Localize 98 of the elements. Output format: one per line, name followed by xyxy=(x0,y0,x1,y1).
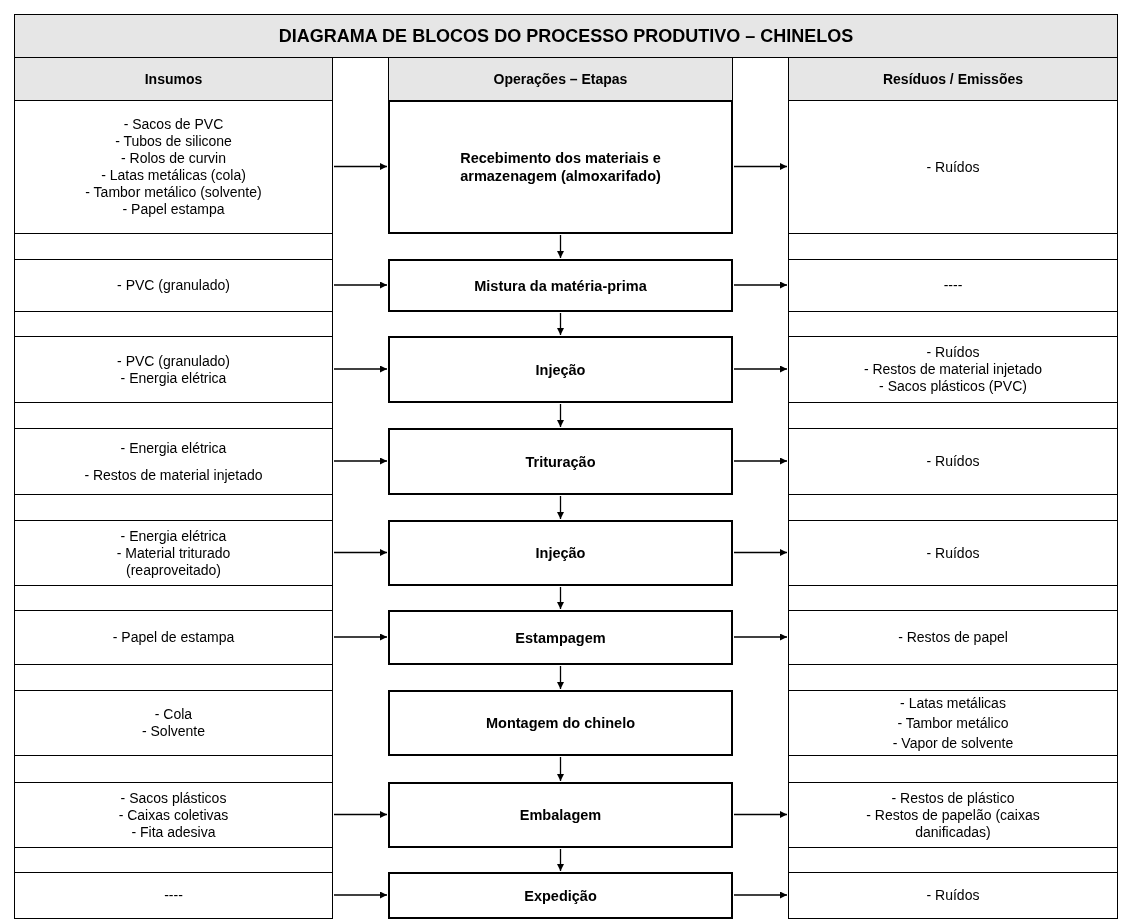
arrow xyxy=(333,457,388,465)
output-item: - Ruídos xyxy=(926,344,980,361)
input-item: - Solvente xyxy=(141,723,205,740)
input-item: - Tambor metálico (solvente) xyxy=(85,184,262,201)
arrow xyxy=(333,549,388,556)
arrow xyxy=(733,633,788,641)
process-box xyxy=(388,100,733,234)
arrow xyxy=(557,312,564,336)
column-header: Operações – Etapas xyxy=(388,57,733,101)
arrow xyxy=(557,665,564,690)
input-item: - Energia elétrica xyxy=(120,439,227,457)
process-label: Estampagem xyxy=(515,628,606,647)
table-cell xyxy=(788,259,1118,312)
input-item: - Sacos de PVC xyxy=(123,116,224,133)
input-item: - Papel de estampa xyxy=(112,629,235,646)
process-box xyxy=(388,520,733,586)
input-item: - Cola xyxy=(154,706,193,723)
output-item: - Restos de papelão (caixas danificadas) xyxy=(865,806,1041,841)
output-item: - Ruídos xyxy=(926,544,980,562)
arrow xyxy=(333,163,388,170)
output-item: ---- xyxy=(943,277,963,294)
table-cell xyxy=(14,336,333,403)
process-label: Expedição xyxy=(524,886,597,905)
table-cell xyxy=(14,782,333,848)
arrow xyxy=(733,457,788,465)
arrow xyxy=(557,403,564,428)
input-item: - Energia elétrica xyxy=(120,527,227,545)
input-item: - PVC (granulado) xyxy=(117,277,230,294)
input-item: - Sacos plásticos xyxy=(120,789,227,807)
column-header: Insumos xyxy=(14,57,333,101)
table-cell xyxy=(788,690,1118,756)
output-item: - Ruídos xyxy=(926,158,980,176)
column-header: Resíduos / Emissões xyxy=(788,57,1118,101)
table-cell xyxy=(788,100,1118,234)
input-item: ---- xyxy=(164,887,183,904)
arrow xyxy=(733,281,788,289)
table-cell xyxy=(788,336,1118,403)
table-cell xyxy=(788,782,1118,848)
table-cell xyxy=(14,872,333,919)
arrow xyxy=(557,848,564,872)
arrow xyxy=(333,365,388,373)
table-cell xyxy=(788,428,1118,495)
arrow xyxy=(333,281,388,289)
table-cell xyxy=(14,428,333,495)
process-box xyxy=(388,690,733,756)
arrow xyxy=(733,163,788,170)
input-item: - Papel estampa xyxy=(122,201,225,218)
arrow xyxy=(733,891,788,899)
output-item: - Sacos plásticos (PVC) xyxy=(879,378,1027,395)
arrow xyxy=(733,811,788,818)
input-item: - Caixas coletivas xyxy=(118,806,229,824)
output-item: - Ruídos xyxy=(926,887,980,904)
input-item: - Material triturado (reaproveitado) xyxy=(115,544,232,579)
output-item: - Restos de plástico xyxy=(891,789,1015,807)
process-label: Montagem do chinelo xyxy=(486,714,635,732)
table-cell xyxy=(14,610,333,665)
arrow xyxy=(333,811,388,818)
arrow xyxy=(557,586,564,610)
table-cell xyxy=(14,259,333,312)
process-label: Injeção xyxy=(535,360,586,379)
table-cell xyxy=(788,610,1118,665)
output-item: - Tambor metálico xyxy=(897,714,1009,732)
process-label: Recebimento dos materiais e armazenagem (almoxarifado) xyxy=(459,149,662,185)
arrow xyxy=(333,633,388,641)
output-item: - Ruídos xyxy=(926,453,980,470)
process-label: Mistura da matéria-prima xyxy=(474,276,647,295)
input-item: - Restos de material injetado xyxy=(84,466,263,484)
process-box xyxy=(388,782,733,848)
process-box xyxy=(388,872,733,919)
process-label: Embalagem xyxy=(519,806,602,824)
table-cell xyxy=(788,520,1118,586)
arrow xyxy=(557,756,564,782)
arrow xyxy=(557,234,564,259)
arrow xyxy=(333,891,388,899)
table-cell xyxy=(14,520,333,586)
output-item: - Restos de papel xyxy=(898,629,1008,646)
output-item: - Latas metálicas xyxy=(900,694,1006,712)
input-item: - Rolos de curvin xyxy=(120,150,226,167)
input-item: - Tubos de silicone xyxy=(115,133,232,150)
process-label: Injeção xyxy=(535,544,586,562)
input-item: - PVC (granulado) xyxy=(117,352,230,370)
arrow xyxy=(557,495,564,520)
process-box xyxy=(388,259,733,312)
input-item: - Fita adesiva xyxy=(131,823,216,841)
table-cell xyxy=(788,872,1118,919)
process-label: Trituração xyxy=(525,452,596,471)
input-item: - Energia elétrica xyxy=(120,369,227,387)
output-item: - Restos de material injetado xyxy=(863,361,1043,378)
arrow xyxy=(733,549,788,556)
diagram-title: DIAGRAMA DE BLOCOS DO PROCESSO PRODUTIVO – CHINELOS xyxy=(278,25,854,47)
output-item: - Vapor de solvente xyxy=(892,734,1014,752)
table-cell xyxy=(14,100,333,234)
arrow xyxy=(733,365,788,373)
table-cell xyxy=(14,690,333,756)
process-box xyxy=(388,428,733,495)
process-box xyxy=(388,610,733,665)
process-box xyxy=(388,336,733,403)
input-item: - Latas metálicas (cola) xyxy=(101,167,246,184)
